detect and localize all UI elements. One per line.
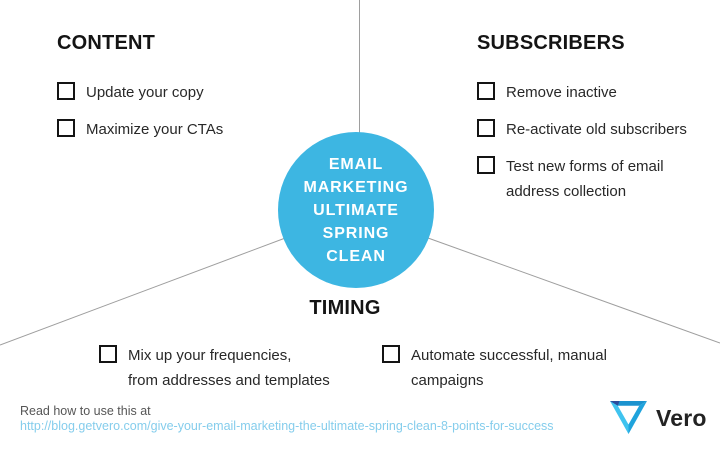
center-circle: EMAIL MARKETING ULTIMATE SPRING CLEAN [278, 132, 434, 288]
circle-text-line: EMAIL [328, 155, 384, 173]
blog-link[interactable]: http://blog.getvero.com/give-your-email-… [20, 419, 554, 433]
checkbox-maximize-ctas[interactable] [57, 119, 75, 137]
circle-text-line: MARKETING [303, 178, 409, 196]
checkbox-update-copy[interactable] [57, 82, 75, 100]
timing-title: TIMING [309, 297, 381, 319]
circle-text-line: ULTIMATE [313, 201, 399, 219]
checklist-label: Mix up your frequencies, from addresses … [128, 347, 330, 389]
checklist-label: Update your copy [86, 84, 204, 101]
section-content: CONTENT Update your copy Maximize your C… [57, 32, 223, 156]
subscribers-title: SUBSCRIBERS [477, 32, 625, 54]
checklist-label: Maximize your CTAs [86, 121, 224, 138]
section-subscribers: SUBSCRIBERS Remove inactive Re-activate … [477, 32, 687, 218]
circle-text-line: CLEAN [326, 247, 386, 265]
checkbox-mix-frequencies[interactable] [99, 345, 117, 363]
checkbox-reactivate-subscribers[interactable] [477, 119, 495, 137]
checkbox-remove-inactive[interactable] [477, 82, 495, 100]
checklist-label: Automate successful, manual campaigns [411, 347, 607, 389]
vero-brand: Vero [610, 401, 707, 435]
checklist-item: Automate successful, manual campaigns [382, 345, 607, 390]
checklist-item: Remove inactive [477, 82, 687, 102]
checklist-item: Maximize your CTAs [57, 119, 223, 139]
checkbox-automate-campaigns[interactable] [382, 345, 400, 363]
checklist-label: Remove inactive [506, 84, 617, 101]
checklist-item: Update your copy [57, 82, 223, 102]
vero-logo-icon [610, 401, 647, 434]
brand-name: Vero [656, 404, 707, 431]
connector-line-right [427, 237, 720, 344]
checklist-item: Test new forms of email address collecti… [477, 156, 687, 201]
checklist-item: Re-activate old subscribers [477, 119, 687, 139]
checklist-label: Re-activate old subscribers [506, 121, 687, 138]
circle-text-line: SPRING [322, 224, 390, 242]
checklist-label: Test new forms of email address collecti… [506, 158, 664, 200]
content-title: CONTENT [57, 32, 156, 54]
checkbox-test-email-forms[interactable] [477, 156, 495, 174]
footer-note: Read how to use this at [20, 404, 151, 418]
connector-line-left [0, 238, 285, 346]
checklist-item: Mix up your frequencies, from addresses … [99, 345, 330, 390]
